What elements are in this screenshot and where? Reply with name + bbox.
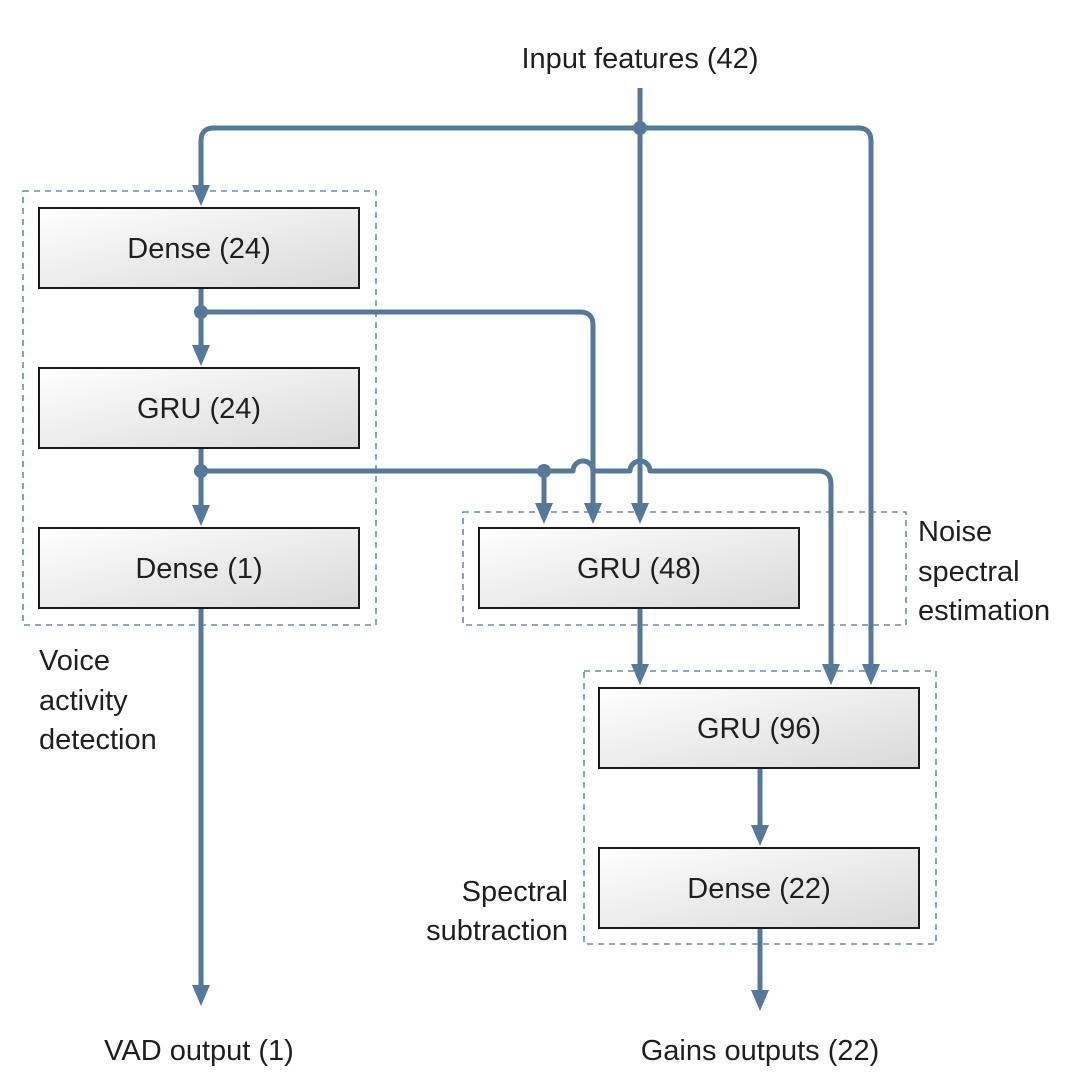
arrowhead-icon — [862, 664, 880, 685]
junction-dot — [537, 464, 551, 478]
junctions — [194, 121, 647, 478]
layer-dense-24: Dense (24) — [38, 207, 360, 289]
wire-input-to-gru96 — [640, 125, 874, 666]
caption-line: Noise — [918, 516, 992, 548]
layer-label: GRU (96) — [697, 713, 821, 745]
input-features-label: Input features (42) — [522, 43, 759, 75]
arrowhead-icon — [751, 990, 769, 1011]
layer-label: GRU (24) — [137, 393, 261, 425]
arrowhead-icon — [631, 503, 649, 524]
arrowhead-icon — [192, 185, 210, 206]
junction-dot — [194, 464, 208, 478]
group-spectral-caption: Spectral subtraction — [426, 876, 568, 947]
layer-gru-48: GRU (48) — [478, 527, 800, 609]
group-spectral-boundary — [583, 670, 937, 945]
arrowhead-icon — [584, 503, 602, 524]
layer-dense-1: Dense (1) — [38, 527, 360, 609]
caption-line: spectral — [918, 556, 1020, 588]
gains-output-label: Gains outputs (22) — [641, 1035, 880, 1067]
arrowhead-icon — [192, 505, 210, 526]
junction-dot — [633, 121, 647, 135]
arrowheads — [192, 185, 880, 1011]
caption-line: detection — [39, 724, 157, 756]
wire-input-to-dense24 — [198, 125, 640, 187]
layer-dense-22: Dense (22) — [598, 847, 920, 929]
connections — [198, 88, 874, 992]
caption-line: Voice — [39, 645, 110, 677]
arrowhead-icon — [535, 503, 553, 524]
arrowhead-icon — [192, 985, 210, 1006]
layer-label: Dense (22) — [687, 873, 830, 905]
arrowhead-icon — [822, 664, 840, 685]
wire-dense24-to-gru48 — [201, 309, 596, 505]
layer-label: Dense (24) — [127, 233, 270, 265]
junction-dot — [194, 305, 208, 319]
group-noise-boundary — [462, 511, 907, 626]
arrowhead-icon — [751, 825, 769, 846]
layer-label: Dense (1) — [135, 553, 262, 585]
arrowhead-icon — [192, 345, 210, 366]
vad-output-label: VAD output (1) — [104, 1035, 294, 1067]
layer-gru-96: GRU (96) — [598, 687, 920, 769]
layer-gru-24: GRU (24) — [38, 367, 360, 449]
layer-label: GRU (48) — [577, 553, 701, 585]
caption-line: estimation — [918, 595, 1050, 627]
caption-line: subtraction — [426, 915, 568, 947]
group-vad-caption: Voice activity detection — [39, 645, 157, 756]
group-noise-caption: Noise spectral estimation — [918, 516, 1050, 627]
arrowhead-icon — [631, 664, 649, 685]
wire-gru24-bus — [201, 458, 834, 666]
caption-line: Spectral — [462, 876, 568, 908]
caption-line: activity — [39, 685, 128, 717]
